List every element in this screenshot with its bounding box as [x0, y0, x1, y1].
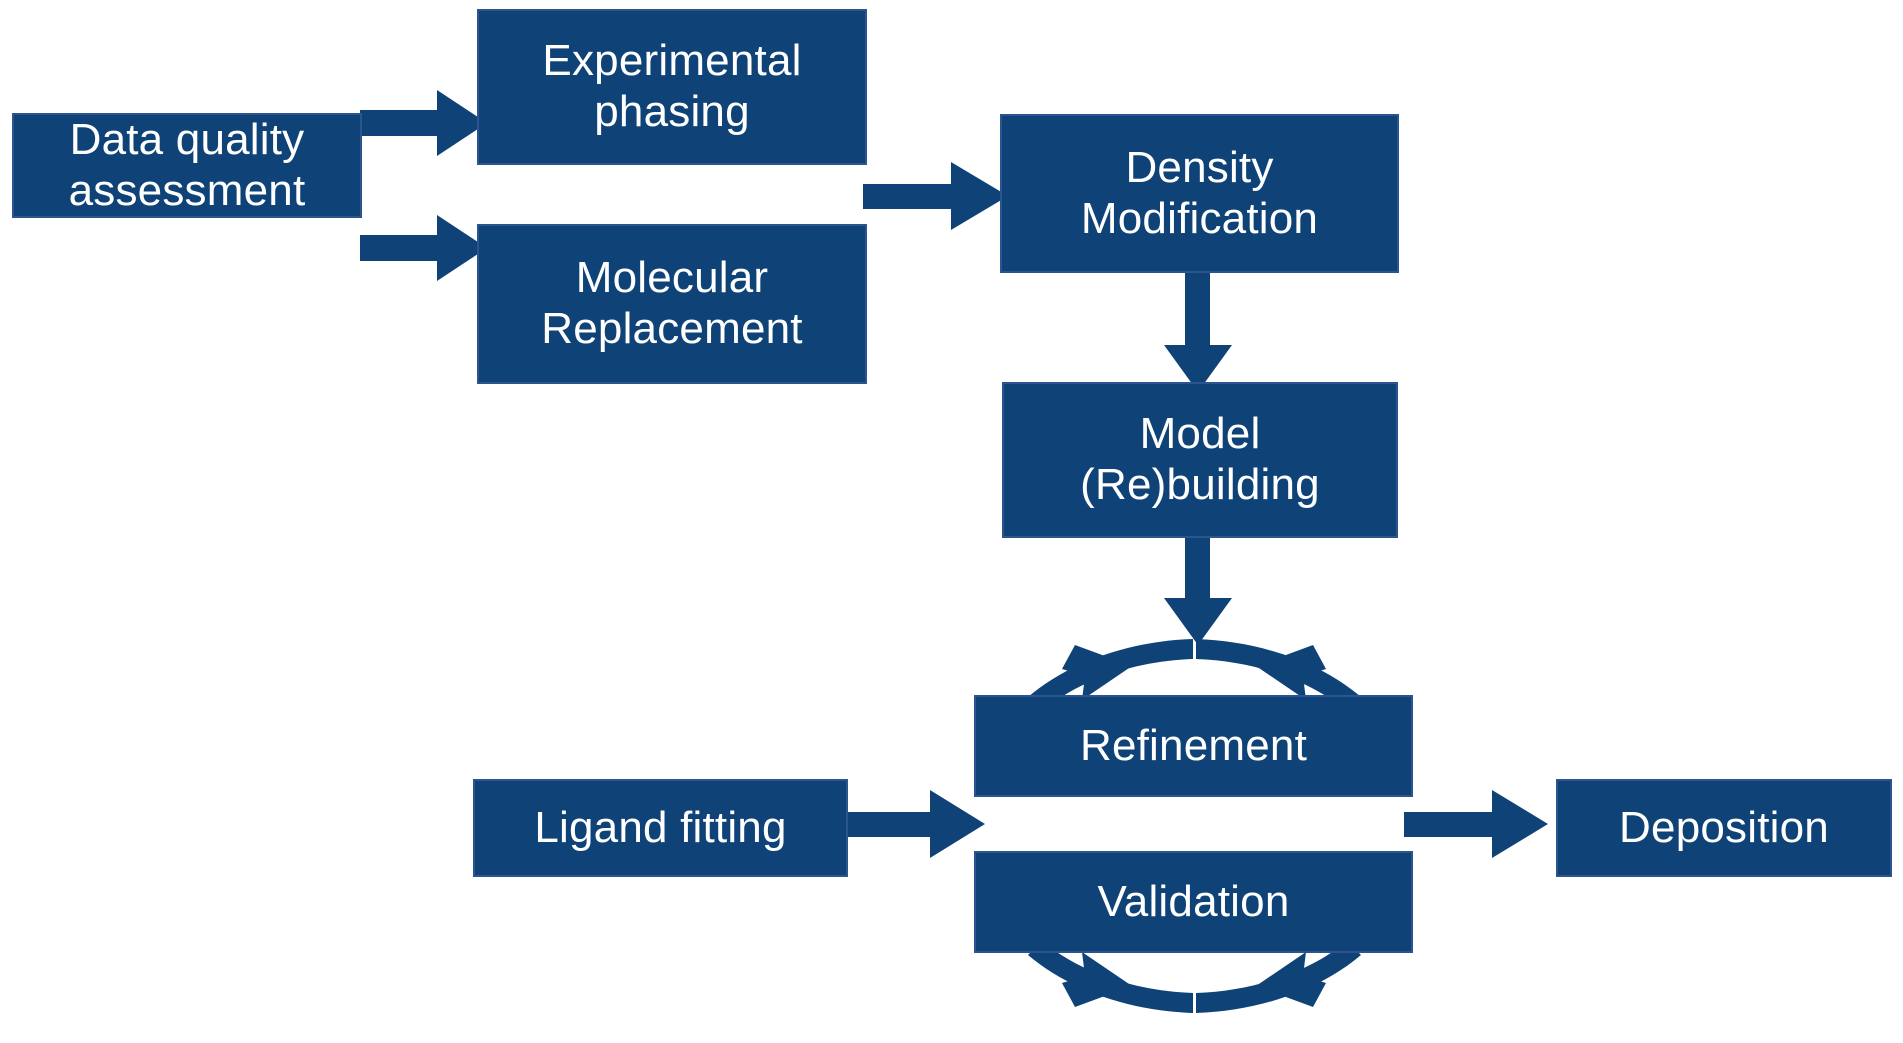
node-label-data-quality-assessment: Data quality assessment — [68, 114, 306, 215]
node-experimental-phasing[interactable]: Experimental phasing — [477, 9, 867, 165]
node-label-deposition: Deposition — [1619, 802, 1829, 852]
arrow-ligand-fitting-to-cycle — [846, 790, 985, 858]
node-label-density-modification: Density Modification — [1080, 142, 1319, 243]
arrow-data-quality-to-molecular-replacement — [360, 215, 487, 281]
node-label-experimental-phasing: Experimental phasing — [542, 36, 802, 136]
node-model-rebuilding[interactable]: Model (Re)building — [1002, 382, 1398, 538]
node-label-refinement: Refinement — [1079, 720, 1307, 770]
cycle-arrow-top-left — [1028, 639, 1193, 711]
node-validation[interactable]: Validation — [974, 851, 1413, 953]
arrow-model-rebuilding-to-cycle — [1164, 533, 1232, 645]
node-deposition[interactable]: Deposition — [1556, 779, 1892, 877]
node-data-quality-assessment[interactable]: Data quality assessment — [12, 113, 362, 218]
arrow-density-modification-to-model-rebuilding — [1164, 268, 1232, 392]
node-label-validation: Validation — [1097, 876, 1290, 926]
arrow-data-quality-to-experimental-phasing — [360, 90, 487, 156]
cycle-arrow-bottom-left — [1028, 941, 1193, 1013]
node-refinement[interactable]: Refinement — [974, 695, 1413, 797]
node-ligand-fitting[interactable]: Ligand fitting — [473, 779, 848, 877]
node-label-ligand-fitting: Ligand fitting — [534, 802, 787, 852]
arrow-cycle-to-deposition — [1404, 790, 1548, 858]
node-density-modification[interactable]: Density Modification — [1000, 114, 1399, 273]
node-label-model-rebuilding: Model (Re)building — [1080, 409, 1320, 509]
arrow-phasing-to-density-modification — [863, 162, 1008, 230]
cycle-arrow-bottom-right — [1196, 941, 1361, 1013]
node-molecular-replacement[interactable]: Molecular Replacement — [477, 224, 867, 384]
node-label-molecular-replacement: Molecular Replacement — [541, 253, 803, 353]
cycle-arrow-top-right — [1196, 639, 1361, 711]
